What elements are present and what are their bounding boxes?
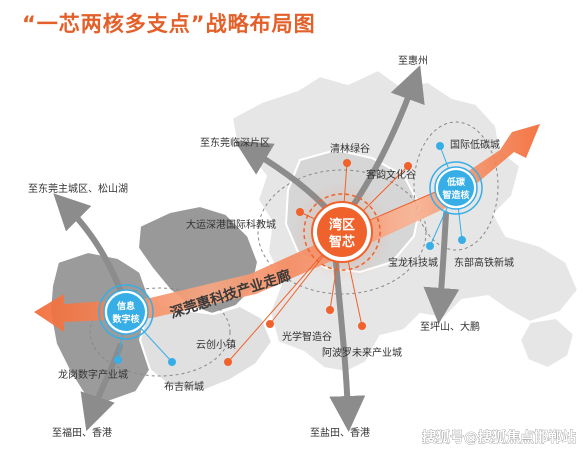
info-label-line1: 信息 [117, 300, 135, 312]
info-node: 信息 数字核 [98, 284, 154, 340]
radial-arrows [53, 65, 460, 432]
watermark: 搜狐号@搜狐焦点邯郸站 [422, 429, 576, 446]
dot-qinglin [343, 159, 351, 167]
dot-yunchuang [266, 320, 274, 328]
info-disc [107, 293, 145, 331]
label-qinglin: 清林绿谷 [330, 142, 370, 155]
lowcarbon-node: 低碳 智造核 [429, 161, 483, 215]
dir-yantian: 至盐田、香港 [310, 426, 370, 439]
lowcarbon-ring-outer [429, 161, 483, 215]
direction-labels: 至惠州 至东莞临深片区 至东莞主城区、松山湖 至福田、香港 至盐田、香港 至坪山… [28, 54, 480, 439]
core-ring-dashed [303, 193, 381, 271]
page-title: “一芯两核多支点”战略布局图 [22, 12, 316, 36]
ring-core-outer [257, 169, 427, 295]
dot-buji [224, 358, 232, 366]
core-node: 湾区 智芯 [292, 182, 392, 282]
label-dayun: 大运深港国际科教城 [186, 218, 276, 231]
dot-guangxue [326, 306, 334, 314]
label-kejun: 客韵文化谷 [366, 168, 416, 181]
info-ring-outer [98, 284, 154, 340]
dot-info-buji [168, 358, 176, 366]
core-disc [317, 207, 367, 257]
arrow-to-pingshan [423, 211, 460, 324]
influence-rings [89, 121, 499, 377]
dot-baolong [426, 242, 434, 250]
ring-lowcarbon-outer [413, 121, 499, 251]
dot-kejun [404, 162, 412, 170]
arrow-to-futian [80, 343, 123, 432]
label-yunchuang: 云创小镇 [196, 338, 236, 351]
arrow-to-dongguan-main [53, 193, 127, 303]
label-abolo: 阿波罗未来产业城 [322, 346, 402, 359]
dir-futian: 至福田、香港 [52, 426, 112, 439]
label-longgang-digital: 龙岗数字产业城 [58, 368, 128, 381]
corridor-band [34, 124, 540, 332]
label-baolong: 宝龙科技城 [388, 256, 438, 269]
lowcarbon-label-line2: 智造核 [442, 189, 469, 201]
dir-pingshan: 至坪山、大鹏 [420, 320, 480, 333]
lowcarbon-disc [438, 170, 474, 206]
place-labels: 清林绿谷 客韵文化谷 大运深港国际科教城 国际低碳城 宝龙科技城 东部高铁新城 … [58, 138, 514, 393]
label-guoji-ditan: 国际低碳城 [450, 138, 500, 151]
info-label-line2: 数字核 [112, 313, 139, 325]
ring-info-outer [89, 287, 231, 377]
label-dongbu: 东部高铁新城 [454, 256, 514, 269]
core-label-line2: 智芯 [329, 234, 355, 250]
core-label-line1: 湾区 [329, 217, 355, 233]
dot-abolo [358, 322, 366, 330]
label-buji: 布吉新城 [164, 380, 204, 393]
dir-dongguan-linshen: 至东莞临深片区 [200, 136, 270, 149]
label-guangxue: 光学智造谷 [282, 330, 332, 343]
region-south-lobe [518, 316, 576, 370]
dot-guoji-ditan [436, 142, 444, 150]
dir-dongguan-main: 至东莞主城区、松山湖 [28, 182, 128, 195]
dot-dongbu [458, 236, 466, 244]
dot-longgang-digital [114, 356, 122, 364]
lowcarbon-label-line1: 低碳 [446, 176, 466, 188]
dir-huizhou: 至惠州 [398, 54, 428, 67]
